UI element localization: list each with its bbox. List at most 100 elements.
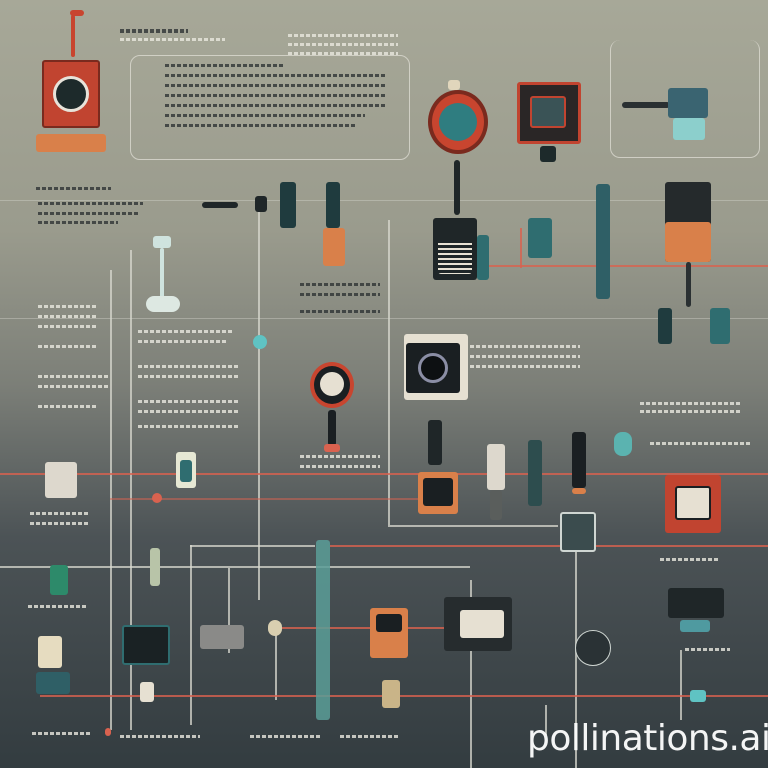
text-line — [288, 43, 398, 46]
top-right-panel — [610, 40, 760, 158]
text-line — [30, 522, 90, 525]
connector-line — [388, 525, 558, 527]
tank-device — [560, 512, 596, 552]
round-meter-face — [320, 372, 344, 396]
text-line — [165, 74, 385, 77]
connector-line-red — [110, 498, 440, 500]
text-line — [138, 400, 238, 403]
meter-dial — [53, 76, 89, 112]
text-line — [640, 402, 740, 405]
text-line — [138, 340, 228, 343]
text-line — [470, 345, 580, 348]
small-plug — [140, 682, 154, 702]
teal-pole — [596, 184, 610, 299]
small-sensor — [280, 182, 296, 228]
text-line — [120, 38, 225, 41]
white-device — [45, 462, 77, 498]
text-line — [300, 293, 380, 296]
beige-module — [38, 636, 62, 668]
text-line — [38, 202, 143, 205]
connector-line-red — [330, 545, 768, 547]
text-line — [300, 465, 380, 468]
bulb — [268, 620, 282, 636]
text-line — [38, 325, 98, 328]
lamp-stem — [160, 248, 164, 298]
text-line — [300, 455, 380, 458]
text-line — [138, 375, 238, 378]
meter-cap — [324, 444, 340, 452]
text-line — [288, 52, 398, 55]
text-line — [165, 124, 355, 127]
meter-device — [70, 10, 84, 16]
connector-line-red — [0, 473, 768, 475]
text-line — [38, 345, 98, 348]
valve-tank — [673, 118, 705, 140]
teal-strip — [680, 620, 710, 632]
grey-unit — [200, 625, 244, 649]
text-line — [38, 305, 98, 308]
cyan-node — [253, 335, 267, 349]
connector-line — [470, 580, 472, 768]
valve-body — [668, 88, 708, 118]
teal-capsule — [614, 432, 632, 456]
watermark: pollinations.ai — [527, 718, 768, 759]
text-line — [138, 410, 238, 413]
black-probe-tip — [572, 488, 586, 494]
meter-pipe — [328, 410, 336, 446]
beige-cylinder — [382, 680, 400, 708]
text-line — [138, 330, 233, 333]
connector-line — [0, 200, 768, 201]
text-line — [300, 283, 380, 286]
orange-box-panel — [665, 222, 711, 262]
connector-line — [130, 250, 132, 730]
red-monitor-screen — [675, 486, 711, 520]
gauge-pipe — [454, 160, 460, 215]
text-line — [38, 221, 118, 224]
switch-face — [460, 610, 504, 638]
valve-rod — [622, 102, 670, 108]
orange-module — [323, 228, 345, 266]
text-line — [650, 442, 750, 445]
camera-lens — [418, 353, 448, 383]
plug-device — [255, 196, 267, 212]
probe — [686, 262, 691, 307]
heading-text — [120, 29, 188, 33]
top-text-panel — [130, 55, 410, 160]
white-column-base — [490, 490, 502, 520]
connector-line — [545, 705, 547, 735]
connector-line — [190, 545, 315, 547]
gauge-face — [439, 103, 477, 141]
connector-line — [275, 630, 277, 700]
text-line — [38, 212, 138, 215]
dark-panel — [668, 588, 724, 618]
green-bottle-inner — [180, 460, 192, 482]
gauge-tube — [150, 548, 160, 586]
dark-monitor — [122, 625, 170, 665]
connector-line — [258, 210, 260, 600]
monitor-screen — [530, 96, 566, 128]
lamp-base — [146, 296, 180, 312]
orange-node — [152, 493, 162, 503]
teal-column — [316, 540, 330, 720]
small-sensor — [326, 182, 340, 228]
text-line — [32, 732, 92, 735]
text-line — [660, 558, 720, 561]
text-line — [165, 84, 385, 87]
green-module — [50, 565, 68, 595]
text-line — [38, 315, 98, 318]
connector-line — [575, 545, 577, 768]
text-line — [165, 114, 365, 117]
camera-stem — [428, 420, 442, 465]
text-line — [38, 405, 98, 408]
connector-line — [0, 318, 768, 319]
text-line — [165, 64, 285, 67]
connector-line-red — [520, 228, 522, 268]
orange-meter-screen — [376, 614, 402, 632]
lamp-device — [153, 236, 171, 248]
connector-line — [110, 270, 112, 730]
teal-sensor — [528, 218, 552, 258]
text-line — [300, 310, 380, 313]
text-line — [28, 605, 88, 608]
text-line — [30, 512, 90, 515]
connector-line — [388, 220, 390, 525]
